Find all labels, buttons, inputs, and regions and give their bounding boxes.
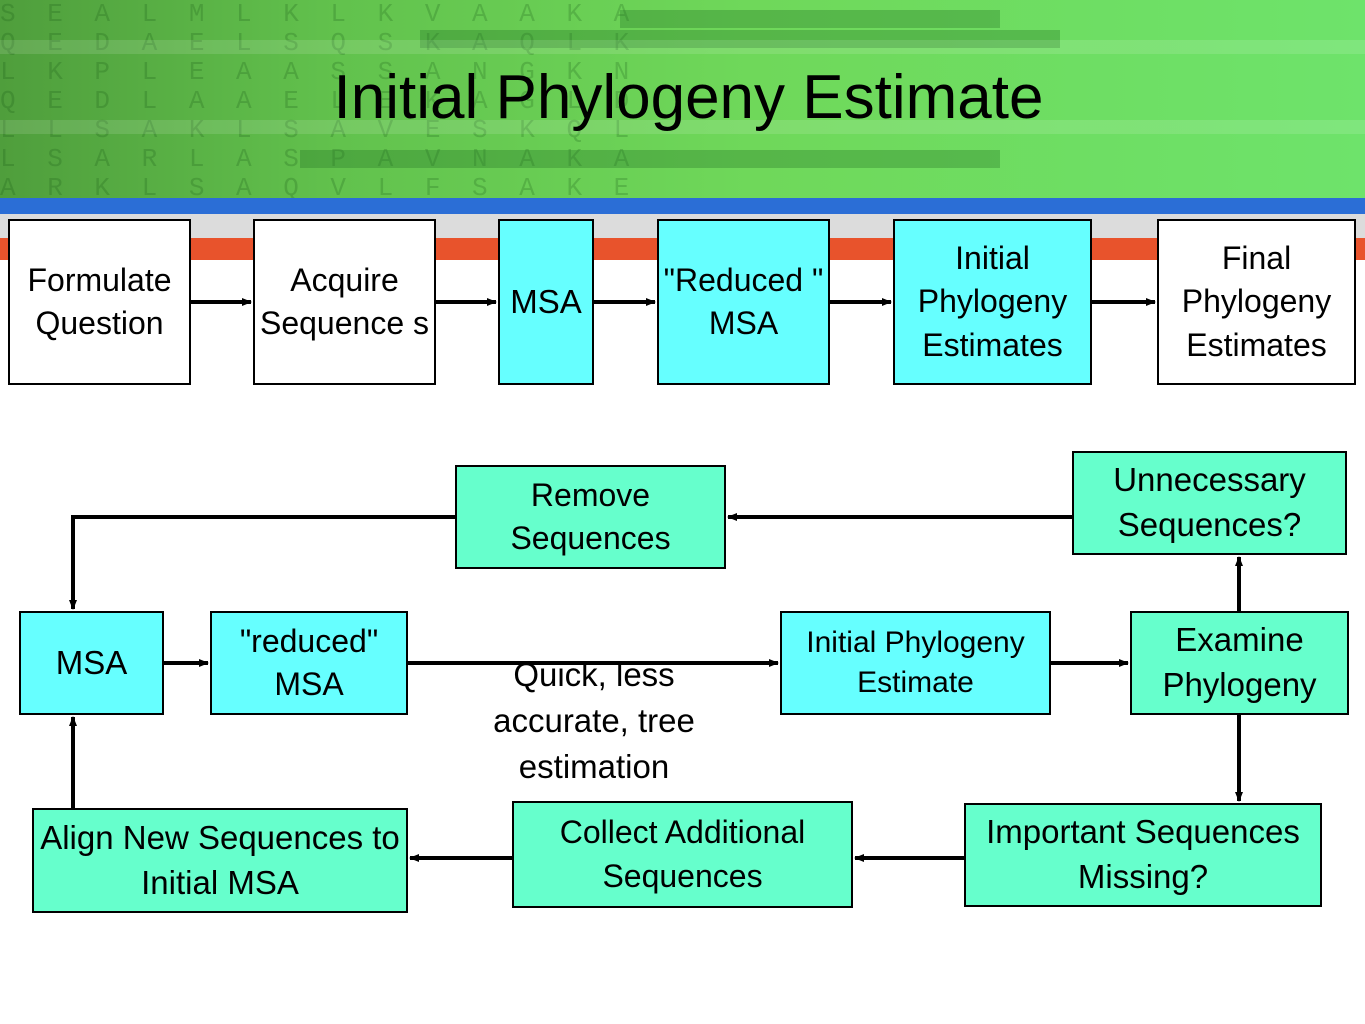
collect-additional-sequences-box: Collect Additional Sequences	[512, 801, 853, 908]
initial-phylogeny-estimates-box: Initial Phylogeny Estimates	[893, 219, 1092, 385]
remove-sequences-box: Remove Sequences	[455, 465, 726, 569]
reduced-msa-box-flow: "reduced" MSA	[210, 611, 408, 715]
reduced-msa-box-top: "Reduced " MSA	[657, 219, 830, 385]
align-new-sequences-box: Align New Sequences to Initial MSA	[32, 808, 408, 913]
unnecessary-sequences-box: Unnecessary Sequences?	[1072, 451, 1347, 555]
msa-box-top: MSA	[498, 219, 594, 385]
acquire-sequences-box: Acquire Sequence s	[253, 219, 436, 385]
initial-phylogeny-estimate-box: Initial Phylogeny Estimate	[780, 611, 1051, 715]
important-sequences-missing-box: Important Sequences Missing?	[964, 803, 1322, 907]
arrow-remove-to-msa	[69, 515, 455, 610]
final-phylogeny-estimates-box: Final Phylogeny Estimates	[1157, 219, 1356, 385]
msa-box-flow: MSA	[19, 611, 164, 715]
formulate-question-box: Formulate Question	[8, 219, 191, 385]
slide-title: Initial Phylogeny Estimate	[333, 63, 1044, 132]
header-banner: S E A L M L K L K V A A K A Q E D A E L …	[0, 0, 1365, 205]
examine-phylogeny-box: Examine Phylogeny	[1130, 611, 1349, 715]
